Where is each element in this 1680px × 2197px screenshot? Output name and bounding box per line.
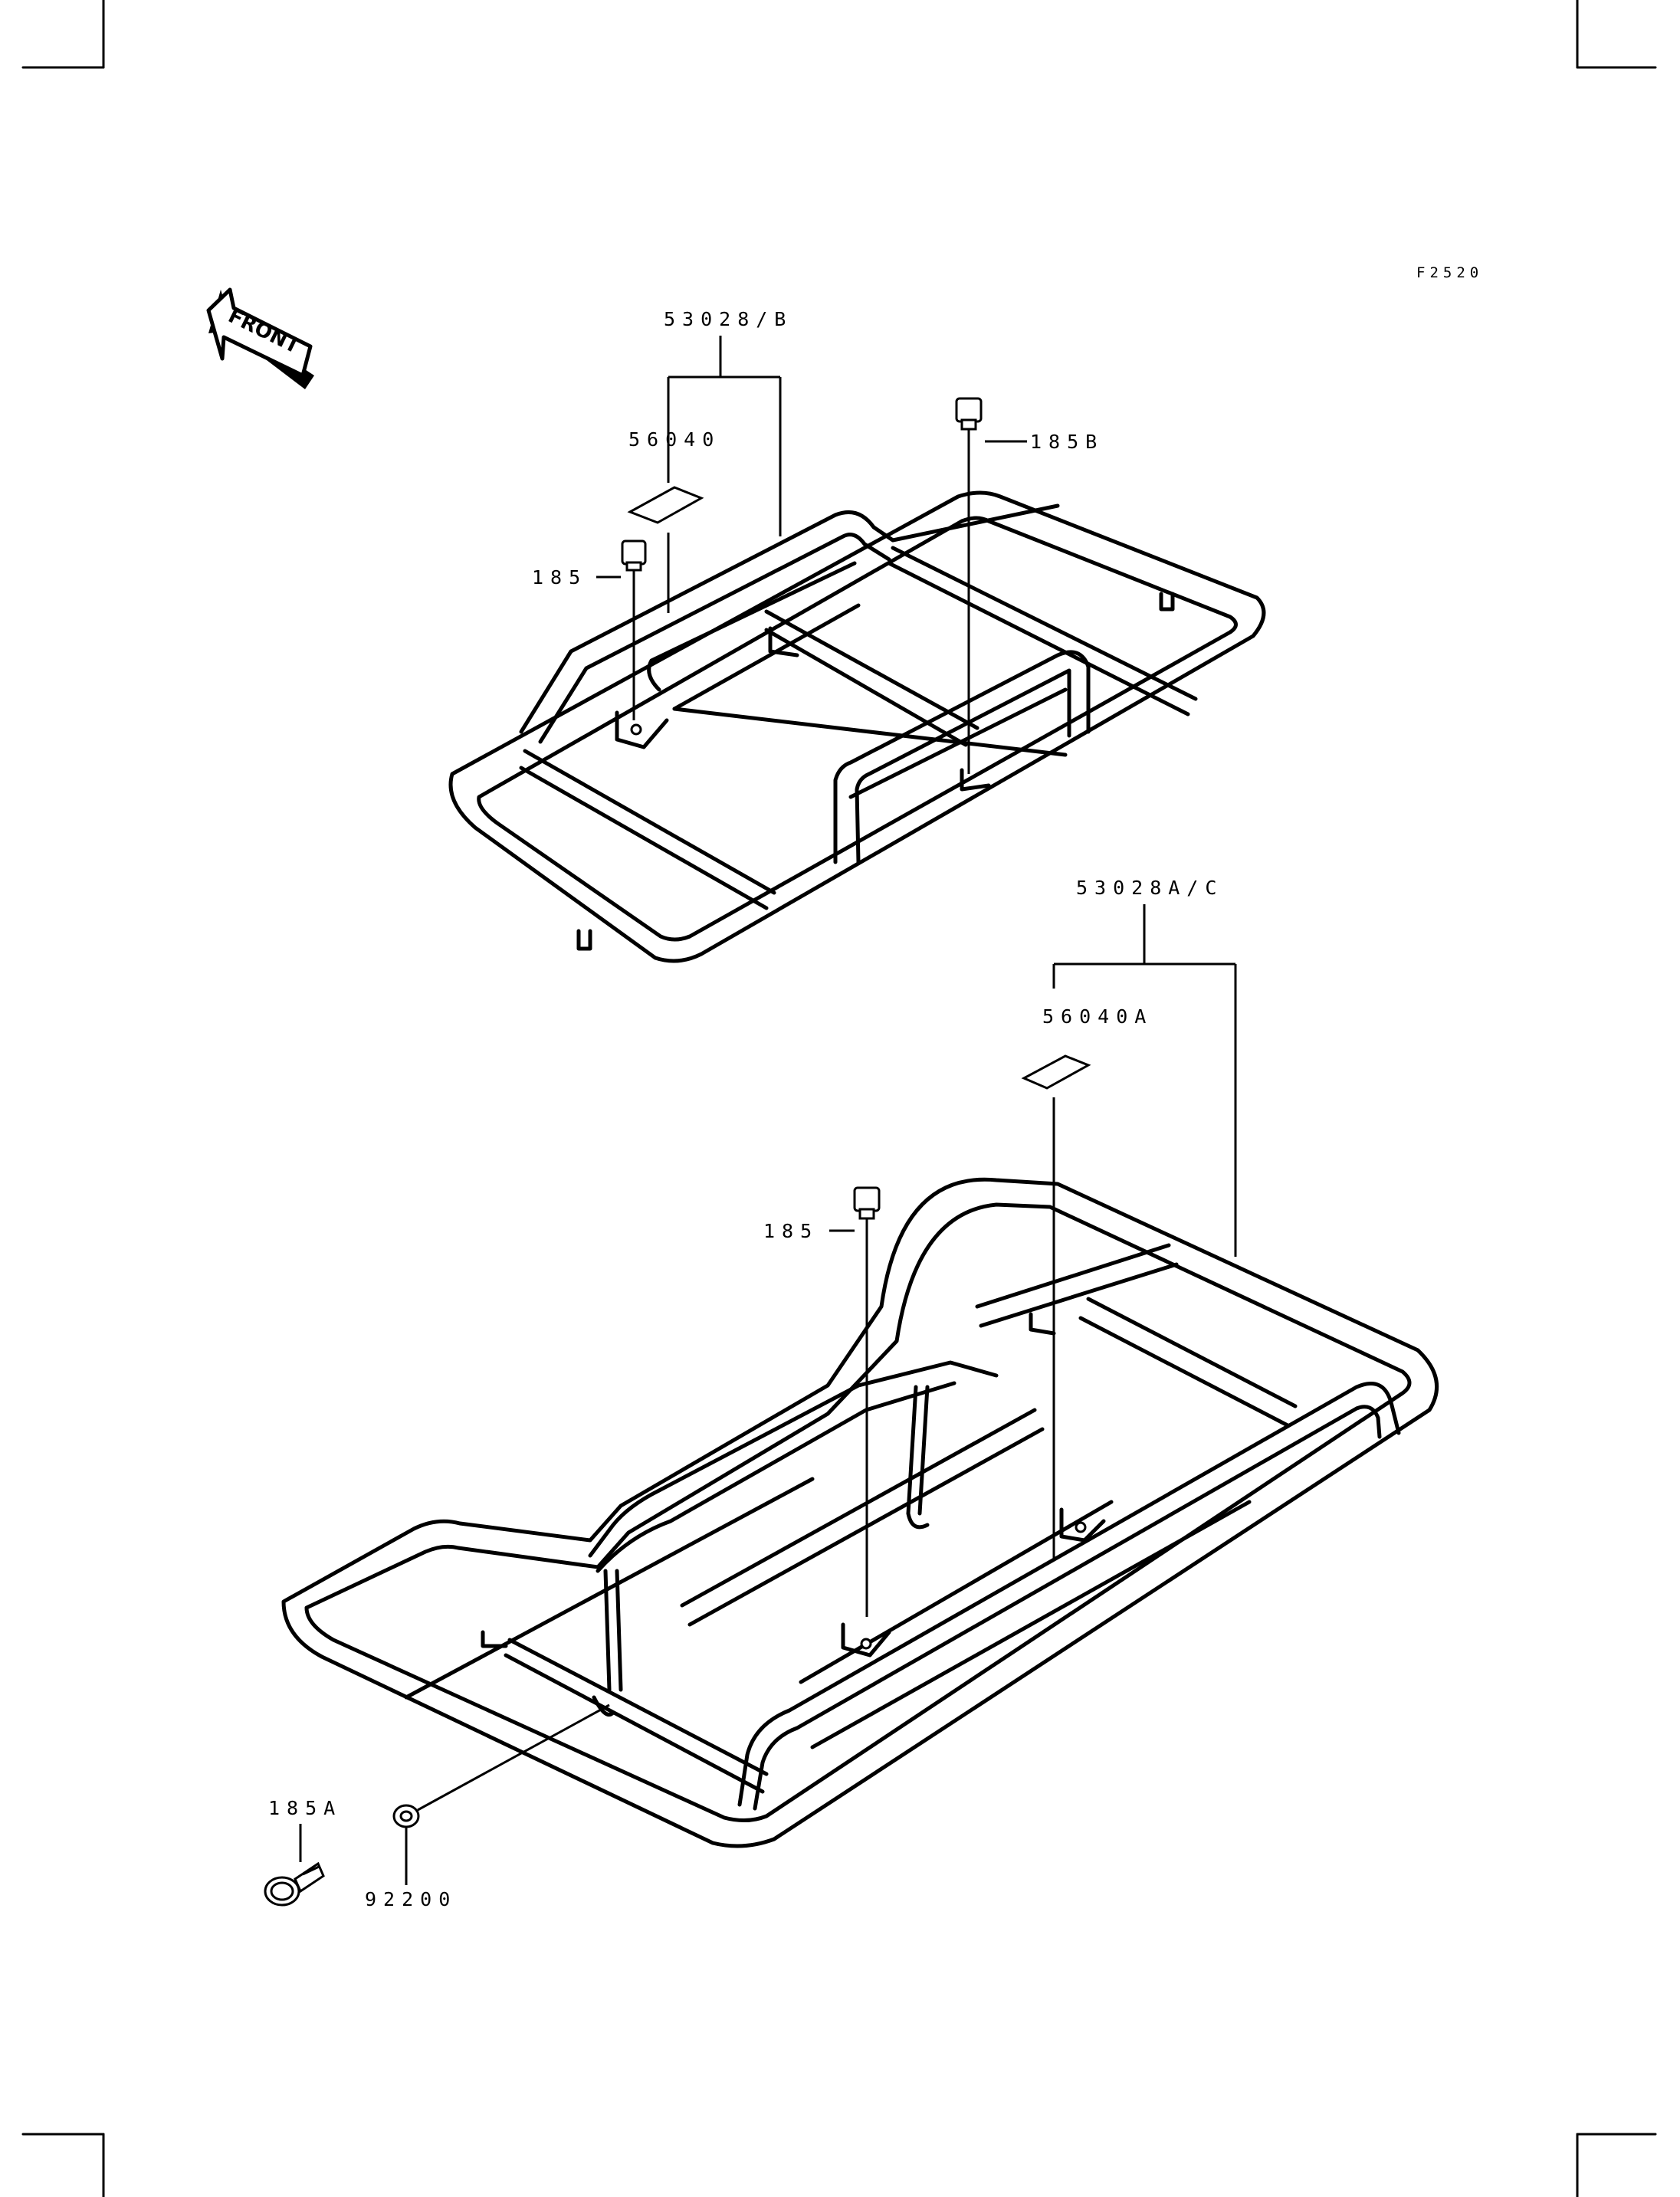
flange-bolt-icon	[264, 1861, 325, 1907]
bolt-icon	[621, 539, 647, 720]
callout-53028-b: 53028/B	[664, 308, 792, 330]
figure-code: F2520	[1416, 264, 1483, 281]
bolt-b-icon	[955, 397, 983, 774]
callout-56040a: 56040A	[1042, 1005, 1153, 1028]
callout-185-rear: 185	[532, 566, 587, 589]
washer-icon	[392, 1703, 610, 1885]
callout-56040: 56040	[628, 428, 720, 451]
rear-carrier	[448, 490, 1266, 963]
callout-185-front: 185	[763, 1220, 819, 1242]
bolt-front-icon	[853, 1186, 881, 1617]
front-arrow-icon: FRONT	[206, 287, 314, 389]
crop-marks	[21, 0, 1657, 2197]
rear-carrier-leader	[667, 336, 782, 536]
callout-53028a-c: 53028A/C	[1076, 877, 1223, 899]
front-carrier-leader	[1052, 904, 1237, 1257]
callout-185b: 185B	[1030, 431, 1104, 453]
front-carrier	[281, 1177, 1439, 1848]
callout-185a: 185A	[268, 1797, 342, 1819]
rear-label-decal	[627, 486, 704, 524]
callout-92200: 92200	[365, 1888, 457, 1910]
front-label-decal	[1021, 1054, 1091, 1090]
